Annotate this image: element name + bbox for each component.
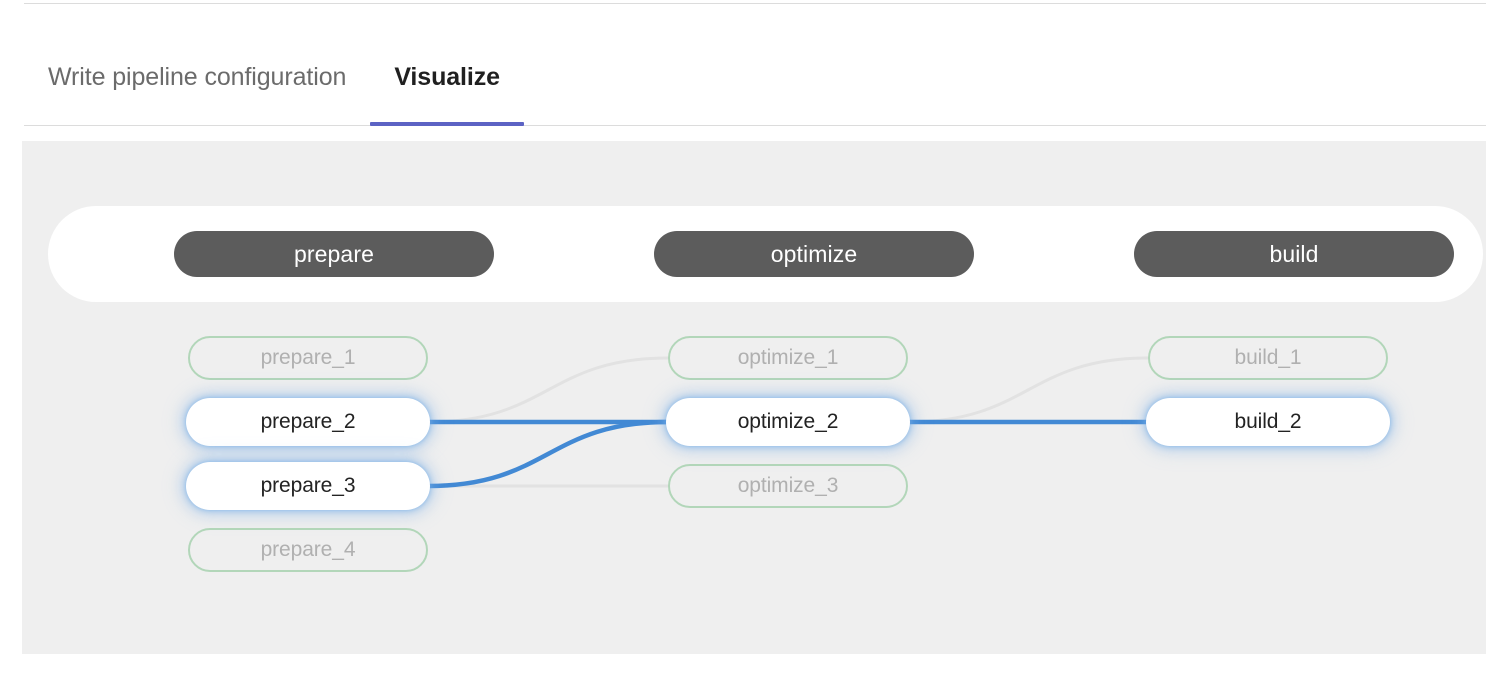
tab-label: Visualize [394,63,500,91]
job-node-label: prepare_1 [260,346,356,369]
edge-optimize_2-to-build_1 [906,356,1150,424]
stage-pill-label: build [1269,240,1319,267]
job-node-prepare_4[interactable]: prepare_4 [188,528,428,572]
job-node-label: prepare_3 [260,474,356,497]
job-node-prepare_3[interactable]: prepare_3 [188,464,428,508]
job-node-prepare_1[interactable]: prepare_1 [188,336,428,380]
job-node-optimize_1[interactable]: optimize_1 [668,336,908,380]
stage-pill-build[interactable]: build [1134,231,1454,277]
job-node-optimize_2[interactable]: optimize_2 [668,400,908,444]
stage-pill-label: prepare [294,240,374,267]
job-node-prepare_2[interactable]: prepare_2 [188,400,428,444]
active-tab-underline [370,122,524,126]
job-node-build_1[interactable]: build_1 [1148,336,1388,380]
job-node-label: prepare_2 [260,410,356,433]
job-node-optimize_3[interactable]: optimize_3 [668,464,908,508]
tab-write-pipeline-configuration[interactable]: Write pipeline configuration [24,30,370,125]
stage-pill-label: optimize [770,240,858,267]
stage-pill-optimize[interactable]: optimize [654,231,974,277]
job-node-label: optimize_3 [737,474,839,497]
job-node-label: optimize_1 [737,346,839,369]
stage-header-strip: prepare optimize build [48,206,1483,302]
tab-bar: Write pipeline configuration Visualize [24,30,1486,126]
tab-label: Write pipeline configuration [48,63,347,91]
job-node-label: prepare_4 [260,538,356,561]
job-node-build_2[interactable]: build_2 [1148,400,1388,444]
stage-pill-prepare[interactable]: prepare [174,231,494,277]
job-node-label: build_1 [1234,346,1302,369]
edge-prepare_2-to-optimize_1 [426,356,670,424]
edge-prepare_3-to-optimize_2 [425,419,671,489]
job-node-label: build_2 [1234,410,1302,433]
job-node-label: optimize_2 [737,410,839,433]
top-divider [24,3,1486,4]
tab-visualize[interactable]: Visualize [370,30,524,126]
